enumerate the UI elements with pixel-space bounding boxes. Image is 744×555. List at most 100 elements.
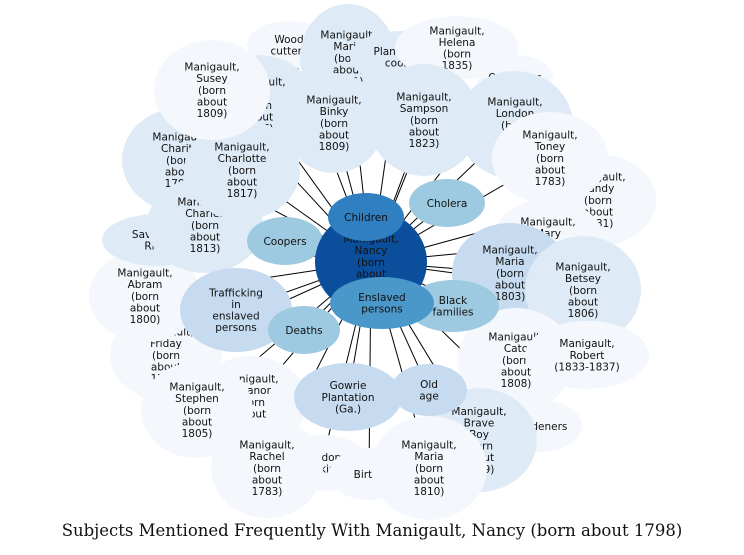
node-label-line: Manigault, [396,92,451,104]
node-label-line: Wood [274,34,303,46]
node-label-line: Manigault, [522,130,577,142]
node-label-line: (born [191,220,219,232]
node-label-line: Gowrie [330,380,367,392]
node-label-line: Manigault, [482,245,537,257]
node-label-line: about [409,126,439,138]
node-bubble-deaths [268,306,340,354]
node-label-robert: Manigault,Robert(1833-1837) [554,338,619,373]
node-cholera[interactable]: Cholera [409,179,485,227]
node-label-line: about [227,176,257,188]
node-label-line: Friday [150,338,182,350]
node-label-line: Children [344,212,388,224]
node-label-children: Children [344,212,388,224]
node-label-line: Brave [464,417,495,429]
node-bubble-children [328,193,404,241]
node-label-line: Manigault, [429,25,484,37]
node-label-line: (Ga.) [335,403,361,415]
subject-network-diagram: WoodcuttersManigault,Maria(bornabout1801… [89,4,656,520]
node-bubble-rachel [211,418,323,518]
node-deaths[interactable]: Deaths [268,306,340,354]
node-label-line: Manigault, [401,440,456,452]
node-label-line: 1835) [442,60,473,72]
node-bubble-enslaved [330,277,434,329]
node-label-line: 1800) [130,314,161,326]
node-label-line: Manigault, [320,30,375,42]
node-label-line: (born [443,49,471,61]
node-label-line: Manigault, [520,217,575,229]
node-label-line: (1833-1837) [554,361,619,373]
node-label-line: (born [253,463,281,475]
node-label-line: about [568,296,598,308]
node-label-coopers: Coopers [263,236,306,248]
node-label-line: (born [569,285,597,297]
node-bubble-betsey [525,236,641,344]
node-label-line: Manigault, [559,338,614,350]
node-bubble-susey [154,40,270,140]
node-label-line: age [419,391,439,403]
node-label-line: (born [357,257,385,269]
node-label-line: Trafficking [208,287,263,299]
node-bubble-stephen [141,362,253,458]
node-label-line: about [495,279,525,291]
node-label-line: (born [536,153,564,165]
node-label-line: (born [152,350,180,362]
node-robert[interactable]: Manigault,Robert(1833-1837) [525,321,649,389]
node-label-line: Manigault, [488,332,543,344]
node-bubble-maria-1810 [371,416,487,520]
node-bubble-binky [284,73,384,173]
node-label-line: Cato [504,343,528,355]
node-label-line: about [414,474,444,486]
node-label-line: about [190,231,220,243]
node-label-line: Manigault, [214,142,269,154]
node-label-deaths: Deaths [285,325,322,337]
node-label-line: (born [502,355,530,367]
node-label-line: Old [420,379,438,391]
node-label-line: 1805) [182,428,213,440]
node-label-cholera: Cholera [427,198,468,210]
node-coopers[interactable]: Coopers [247,217,323,265]
node-label-line: Maria [414,451,443,463]
node-label-line: 1823) [409,138,440,150]
node-label-line: (born [584,195,612,207]
node-label-line: in [231,299,241,311]
node-children[interactable]: Children [328,193,404,241]
node-label-line: 1817) [227,188,258,200]
node-label-line: Manigault, [169,382,224,394]
node-label-line: (born [183,405,211,417]
node-label-line: Manigault, [555,262,610,274]
node-label-line: Coopers [263,236,306,248]
node-label-line: Susey [196,73,227,85]
node-label-line: Charlotte [218,153,267,165]
diagram-caption: Subjects Mentioned Frequently With Manig… [61,521,683,540]
node-label-line: Maria [495,256,524,268]
node-label-line: Manigault, [239,440,294,452]
node-bubble-coopers [247,217,323,265]
